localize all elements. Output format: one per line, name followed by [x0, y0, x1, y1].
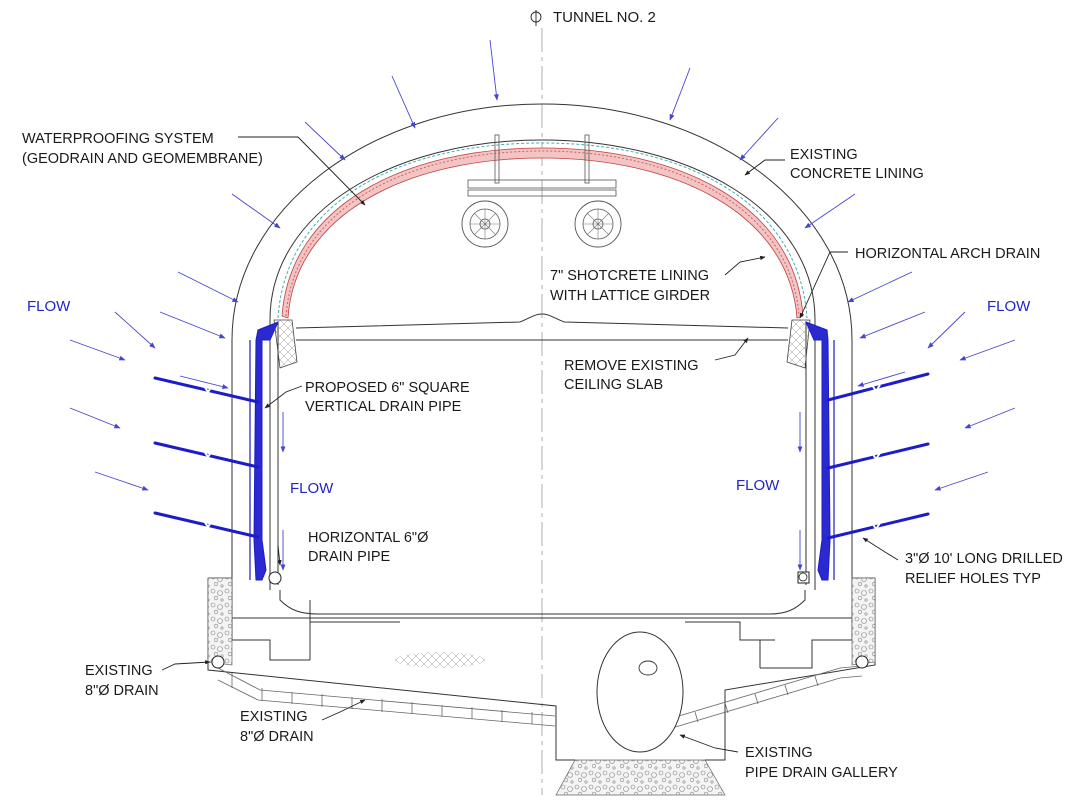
groundwater-flow-arrows: [69, 39, 1016, 491]
existing-drain-right: [855, 655, 869, 669]
waterproofing-membrane: [277, 142, 808, 319]
label-shotcrete-line2: WITH LATTICE GIRDER: [550, 288, 710, 304]
sloped-pipe-drains: [217, 665, 863, 729]
relief-holes-left: [153, 376, 260, 539]
label-drain-left-line2: 8"Ø DRAIN: [85, 683, 159, 699]
fan-icon: [574, 200, 622, 248]
label-gallery-line2: PIPE DRAIN GALLERY: [745, 765, 898, 781]
flow-label-right-inner: FLOW: [736, 477, 780, 494]
horizontal-drain-left: [268, 571, 282, 585]
label-remove-slab-line2: CEILING SLAB: [564, 377, 663, 393]
label-drain-left-line1: EXISTING: [85, 663, 153, 679]
existing-concrete-lining: [231, 103, 853, 600]
label-horizontal-pipe-line1: HORIZONTAL 6"Ø: [308, 530, 428, 546]
label-waterproofing-line2: (GEODRAIN AND GEOMEMBRANE): [22, 151, 263, 167]
label-horizontal-pipe-line2: DRAIN PIPE: [308, 549, 391, 565]
centerline-icon: [530, 10, 542, 26]
vertical-drain-pipe-right: [805, 321, 835, 581]
vertical-drain-pipe-left: [249, 321, 279, 581]
label-vertical-pipe-line1: PROPOSED 6" SQUARE: [305, 380, 470, 396]
label-remove-slab-line1: REMOVE EXISTING: [564, 358, 699, 374]
leader-lines: [161, 136, 899, 753]
relief-holes-right: [826, 372, 930, 540]
label-relief-holes-line2: RELIEF HOLES TYP: [905, 571, 1041, 587]
label-relief-holes-line1: 3"Ø 10' LONG DRILLED: [905, 551, 1063, 567]
shotcrete-lining: [281, 147, 804, 319]
flow-label-right-outer: FLOW: [987, 298, 1031, 315]
ceiling-slab: [295, 313, 789, 341]
flow-label-left-inner: FLOW: [290, 480, 334, 497]
label-waterproofing-line1: WATERPROOFING SYSTEM: [22, 131, 214, 147]
label-vertical-pipe-line2: VERTICAL DRAIN PIPE: [305, 399, 462, 415]
pipe-drain-gallery: [596, 631, 684, 753]
flow-label-left-outer: FLOW: [27, 298, 71, 315]
tunnel-walls: [269, 319, 816, 590]
label-existing-lining-line1: EXISTING: [790, 147, 858, 163]
existing-drain-left: [211, 655, 225, 669]
label-gallery-line1: EXISTING: [745, 745, 813, 761]
fan-icon: [461, 200, 509, 248]
horizontal-drain-right: [797, 571, 810, 584]
label-existing-lining-line2: CONCRETE LINING: [790, 166, 924, 182]
label-horizontal-arch-drain: HORIZONTAL ARCH DRAIN: [855, 246, 1040, 262]
diagram-title: TUNNEL NO. 2: [553, 9, 656, 26]
label-shotcrete-line1: 7" SHOTCRETE LINING: [550, 268, 709, 284]
label-drain-mid-line1: EXISTING: [240, 709, 308, 725]
tunnel-invert: [207, 577, 876, 796]
ceiling-fan-assembly: [461, 134, 622, 248]
label-drain-mid-line2: 8"Ø DRAIN: [240, 729, 314, 745]
